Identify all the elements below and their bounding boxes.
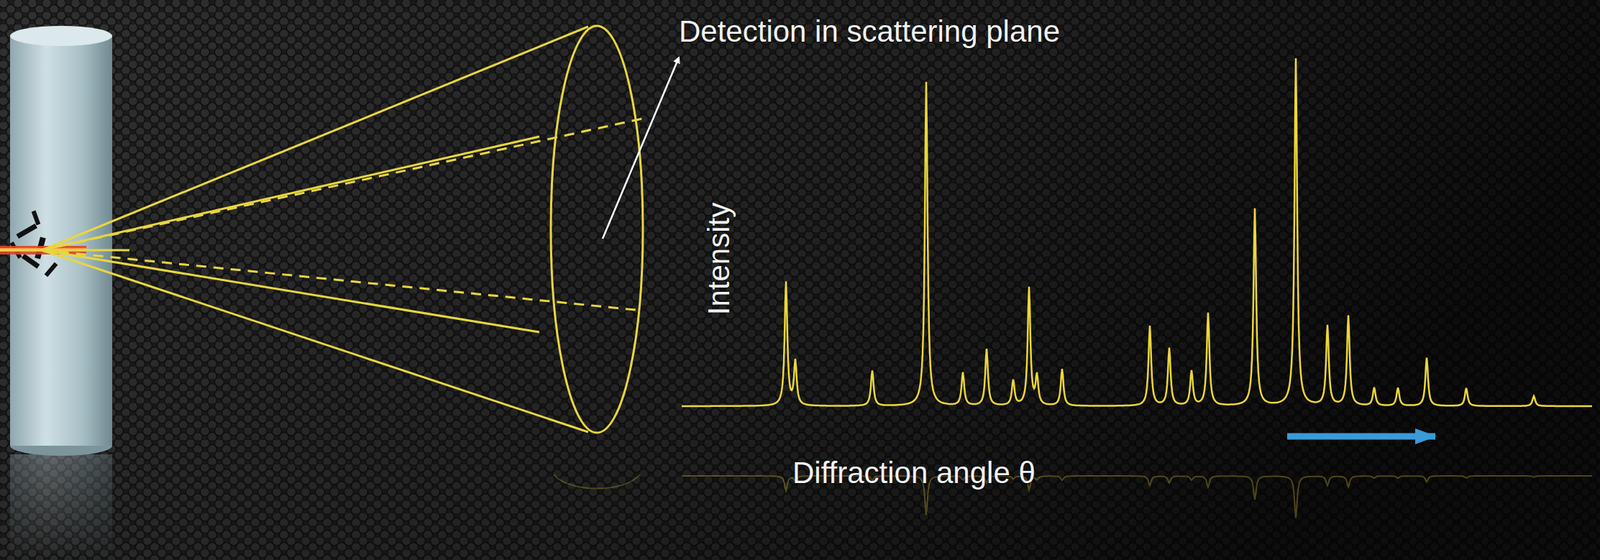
axis-label: Diffraction angle θ (792, 455, 1036, 491)
diffraction-cone (0, 25, 643, 433)
leader-arrow (602, 57, 679, 239)
diffraction-pattern (681, 58, 1593, 407)
powder-particles (9, 210, 58, 278)
axis-label: Intensity (701, 202, 737, 315)
direction-arrow (1287, 433, 1436, 441)
callout-label: Detection in scattering plane (678, 14, 1060, 49)
capillary (10, 35, 113, 446)
